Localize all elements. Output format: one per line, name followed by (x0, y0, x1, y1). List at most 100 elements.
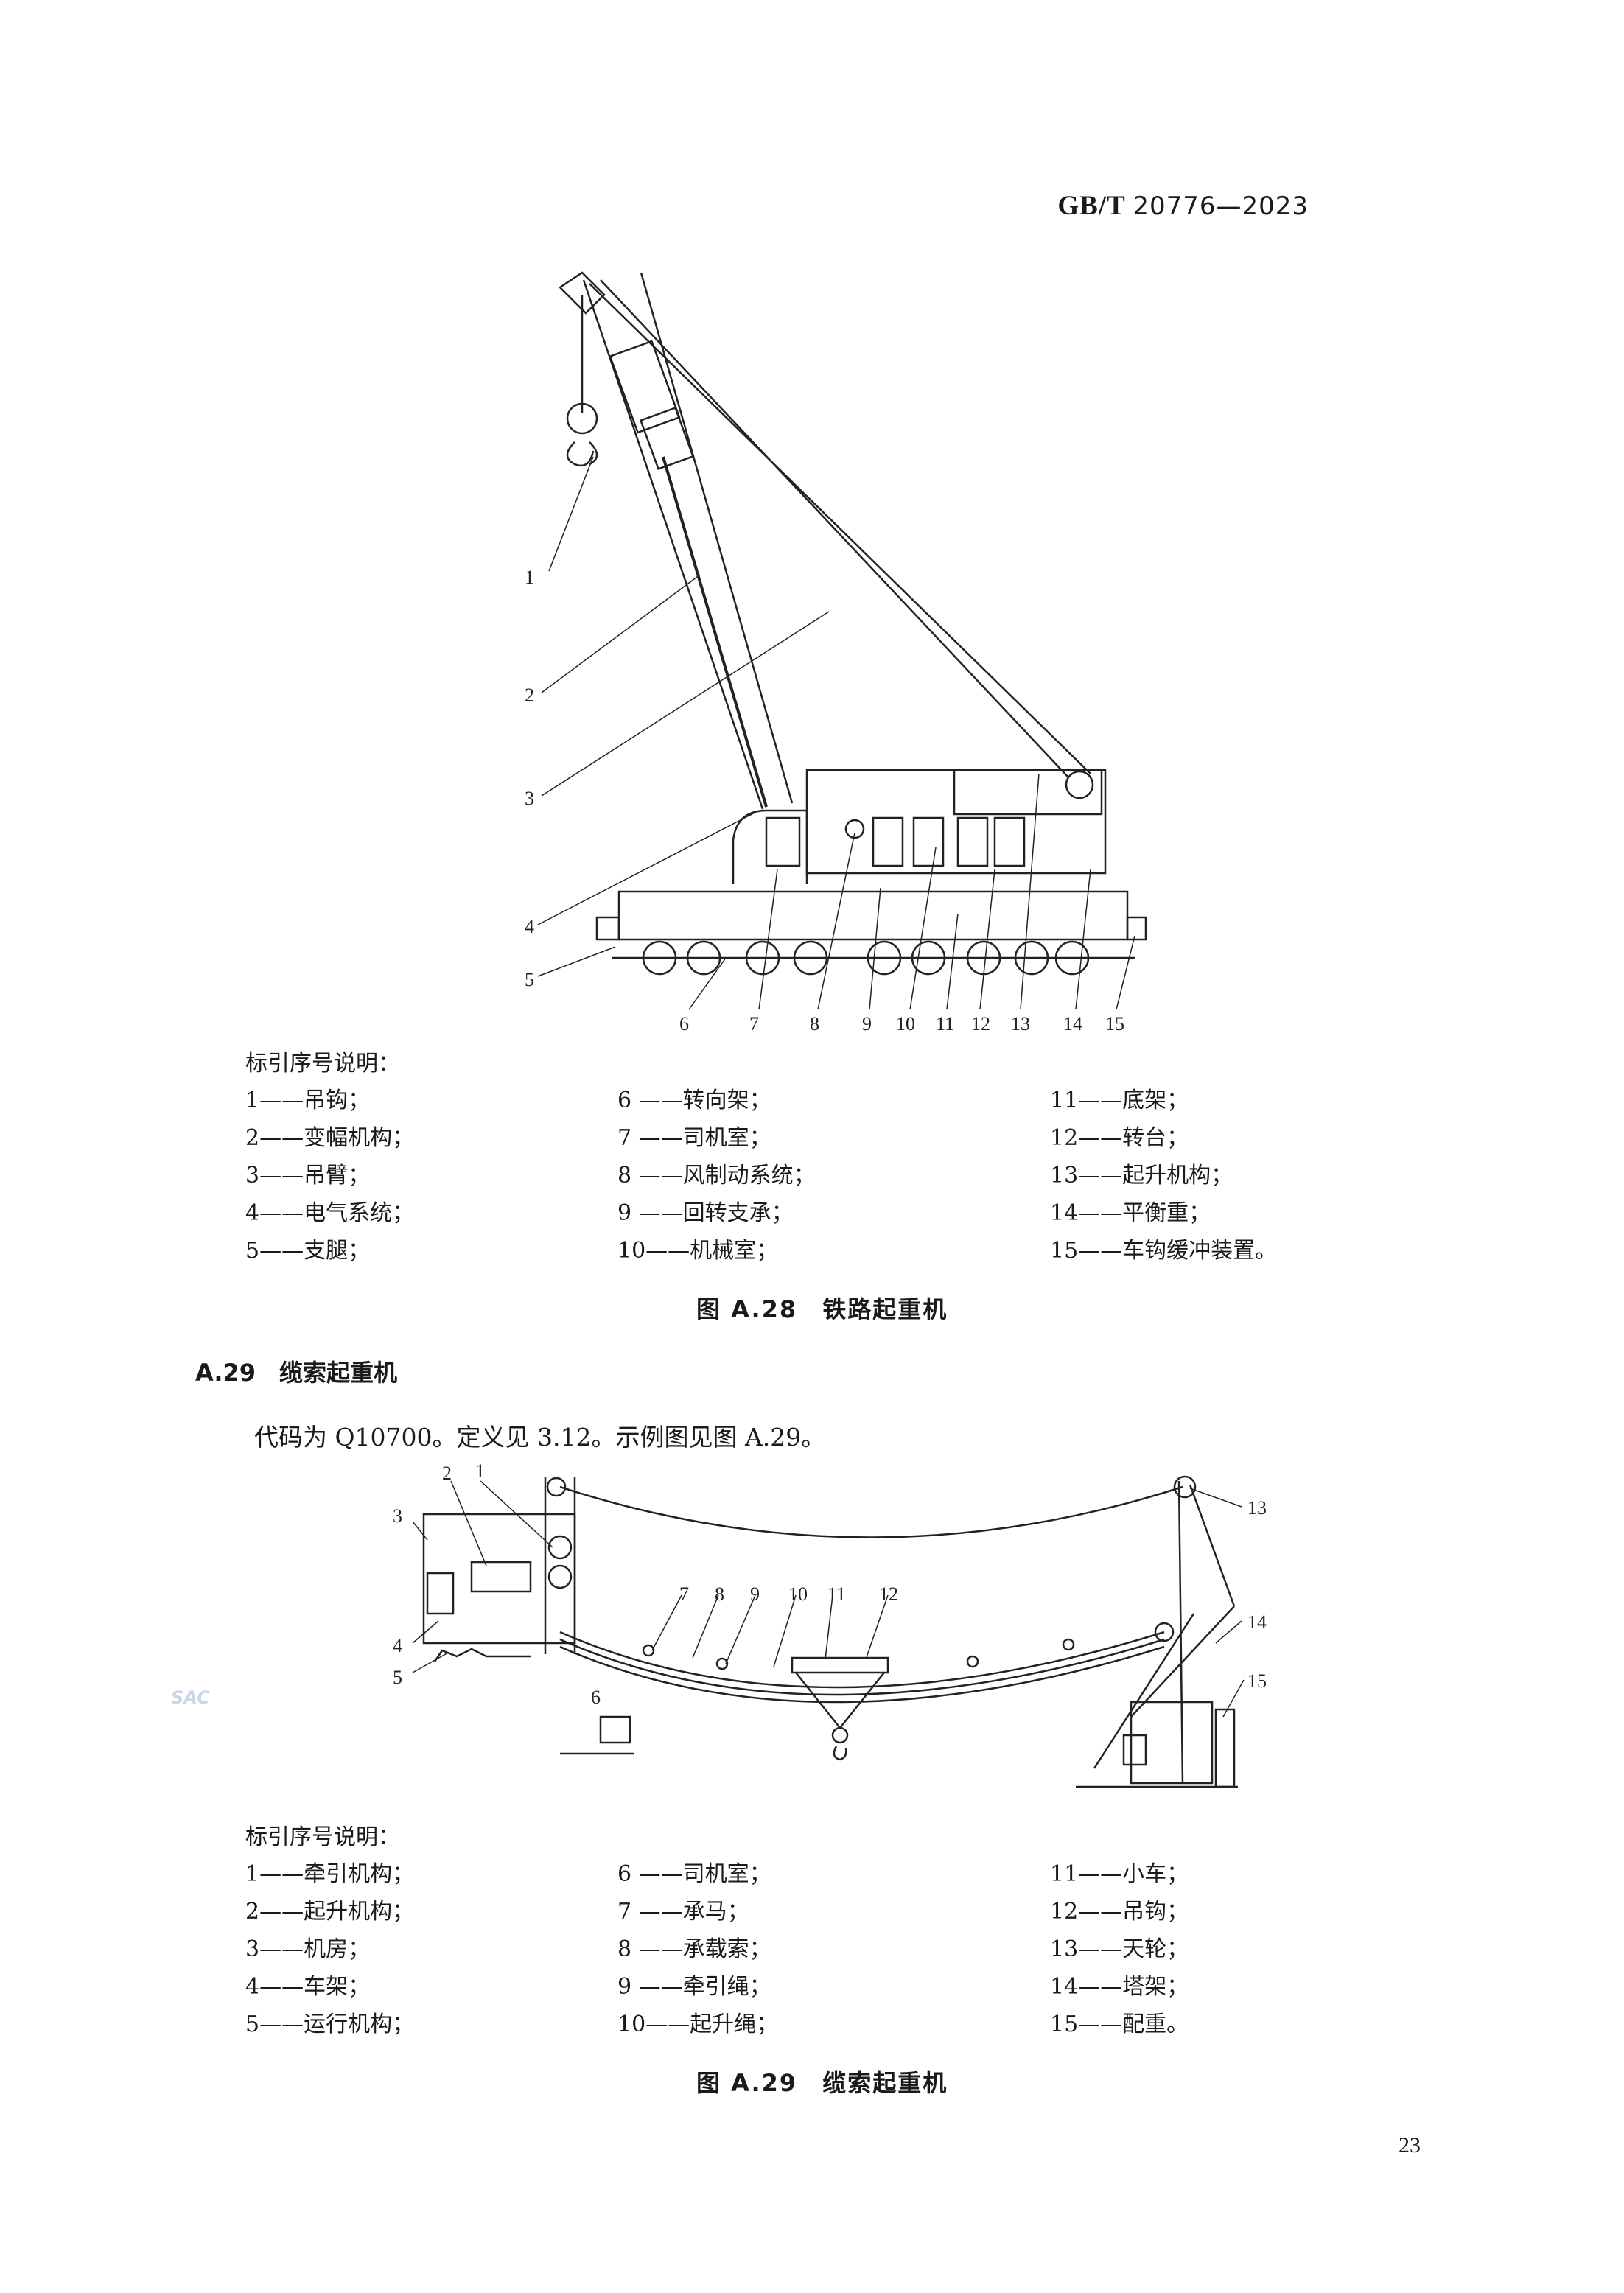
a29-legend-item: 11——小车； (1050, 1861, 1189, 1887)
left-ground (433, 1648, 531, 1662)
boom-upper-chord (640, 272, 794, 804)
a29-legend-item: 1——牵引机构； (245, 1861, 415, 1887)
boom-section-2 (639, 406, 695, 471)
a29-callout-1: 1 (475, 1460, 485, 1482)
a29-callout-14: 14 (1247, 1611, 1267, 1633)
page-number: 23 (1399, 2133, 1421, 2157)
carrier-1 (642, 1644, 655, 1657)
tower-electric-panel (1122, 1734, 1147, 1766)
railway-crane (537, 271, 1147, 1010)
a28-callout-3: 3 (525, 788, 534, 809)
a29-callout-5: 5 (393, 1667, 402, 1688)
standard-code: GB/T 20776—2023 (1057, 190, 1309, 222)
a29-callout-8: 8 (715, 1583, 724, 1605)
boom-lower-chord (582, 279, 764, 810)
a28-legend-item: 14——平衡重； (1050, 1200, 1211, 1226)
a28-legend-item: 3——吊臂； (245, 1163, 371, 1188)
counterweight (1214, 1708, 1236, 1788)
coupler-right (1126, 916, 1147, 941)
a29-legend-item: 10——起升绳； (617, 2012, 779, 2037)
a29-legend-item: 15——配重。 (1050, 2012, 1189, 2037)
a29-legend-item: 8 ——承载索； (617, 1936, 771, 1962)
hoist-cylinder (662, 456, 768, 808)
a29-legend-item: 2——起升机构； (245, 1899, 415, 1925)
section-paragraph: 代码为 Q10700。定义见 3.12。示例图见图 A.29。 (254, 1423, 826, 1452)
a28-legend-item: 2——变幅机构； (245, 1125, 415, 1151)
a28-callout-8: 8 (810, 1013, 819, 1035)
counterweight-block (953, 769, 1103, 816)
tower-pole (1177, 1480, 1184, 1784)
a29-legend-item: 4——车架； (245, 1974, 371, 2000)
a29-callout-7: 7 (679, 1583, 689, 1605)
a28-callout-numbers: 1 2 3 4 5 6 7 8 9 10 11 12 13 14 15 (525, 567, 1124, 1035)
a28-callout-12: 12 (971, 1013, 990, 1035)
sac-watermark: SAC (171, 1687, 210, 1708)
main-rope (559, 1631, 1165, 1689)
tower-brace-2 (1130, 1606, 1235, 1718)
a28-callout-15: 15 (1105, 1013, 1124, 1035)
carrier-4 (1062, 1638, 1075, 1651)
a29-legend-item: 3——机房； (245, 1936, 371, 1962)
standard-number: 20776—2023 (1133, 192, 1309, 221)
underframe (617, 890, 1129, 941)
figure-a28-caption: 图 A.28 铁路起重机 (696, 1295, 948, 1323)
tower-strut (1189, 1484, 1236, 1607)
a28-callout-14: 14 (1063, 1013, 1082, 1035)
a28-legend-item: 10——机械室； (617, 1238, 779, 1264)
a29-callout-numbers: 1 2 3 4 5 6 7 8 9 10 11 12 13 14 15 (393, 1460, 1267, 1708)
hook-ropes (795, 1672, 885, 1730)
vent-3 (956, 816, 989, 867)
a29-leaders (412, 1480, 1245, 1718)
head-sheave (1173, 1475, 1197, 1499)
traction-drum (547, 1535, 573, 1560)
hoist-drum (1065, 770, 1094, 799)
boom-section (609, 340, 681, 434)
vent-2 (912, 816, 945, 867)
a28-callout-2: 2 (525, 685, 534, 706)
hook-icon-2 (589, 441, 598, 466)
a29-callout-3: 3 (393, 1505, 402, 1527)
a29-legend-item: 12——吊钩； (1050, 1899, 1189, 1925)
a29-legend-item: 13——天轮； (1050, 1936, 1189, 1962)
boom-head (559, 271, 606, 315)
a28-legend-title: 标引序号说明： (245, 1051, 400, 1077)
a28-callout-9: 9 (862, 1013, 872, 1035)
drivers-cab (732, 809, 808, 884)
a29-legend-item: 5——运行机构； (245, 2012, 415, 2037)
hook-block (566, 402, 598, 435)
carrier-3 (966, 1655, 979, 1668)
a29-callout-10: 10 (788, 1583, 808, 1605)
carrying-cable (559, 1485, 1183, 1538)
a28-callout-4: 4 (525, 916, 534, 937)
a28-legend-item: 9 ——回转支承； (617, 1200, 794, 1226)
luffing-rope-1 (589, 283, 1091, 774)
a28-leaders (537, 456, 1135, 1010)
traction-rope (559, 1638, 1165, 1696)
a28-callout-10: 10 (896, 1013, 915, 1035)
tower-brace (1093, 1613, 1195, 1769)
vent-4 (993, 816, 1026, 867)
a29-callout-6: 6 (591, 1687, 601, 1708)
a29-legend-item: 14——塔架； (1050, 1974, 1189, 2000)
a29-legend-item: 7 ——承马； (617, 1899, 749, 1925)
a28-callout-1: 1 (525, 567, 534, 588)
traction-drum-2 (547, 1564, 573, 1589)
carrier-2 (715, 1657, 729, 1670)
a28-legend-item: 12——转台； (1050, 1125, 1189, 1151)
coupler-left (595, 916, 620, 941)
hoisting-rope (559, 1645, 1165, 1704)
figure-a29-caption: 图 A.29 缆索起重机 (696, 2069, 948, 2097)
a28-legend-item: 1——吊钩； (245, 1088, 371, 1113)
a29-callout-9: 9 (750, 1583, 760, 1605)
a29-legend-title: 标引序号说明： (245, 1824, 400, 1850)
a29-callout-11: 11 (827, 1583, 846, 1605)
a28-legend-item: 8 ——风制动系统； (617, 1163, 816, 1188)
operator-cab (599, 1715, 631, 1744)
tower-base (1130, 1701, 1214, 1785)
left-sheave (546, 1477, 567, 1497)
cable-crane (412, 1475, 1245, 1788)
a29-callout-15: 15 (1247, 1670, 1267, 1692)
a28-legend-item: 6 ——转向架； (617, 1088, 771, 1113)
a28-legend-item: 4——电气系统； (245, 1200, 415, 1226)
